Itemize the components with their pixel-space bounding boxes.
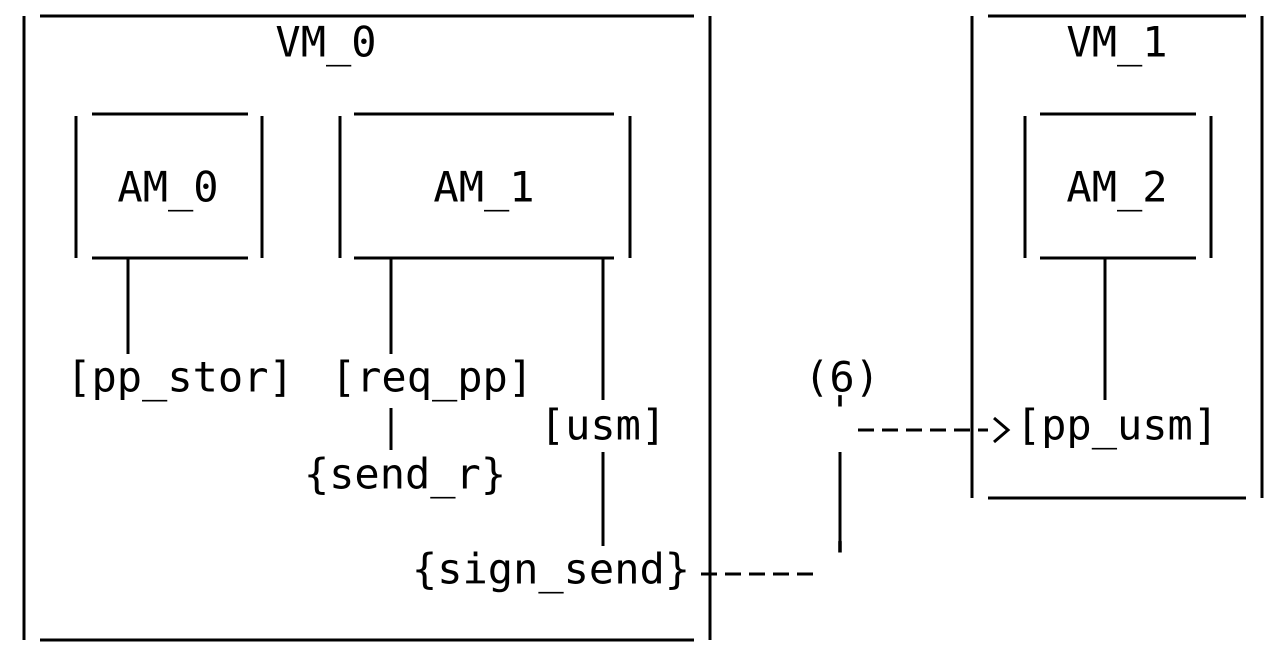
node-pp-stor: [pp_stor]: [66, 353, 294, 402]
edge-6-arrowhead: [993, 416, 1011, 444]
vm-1-title: VM_1: [1066, 18, 1167, 67]
am-0-label: AM_0: [117, 163, 218, 212]
vm-1-box: [970, 14, 1264, 500]
am-1-label: AM_1: [433, 163, 534, 212]
edge-6-label: (6): [804, 353, 880, 402]
node-sign-send: {sign_send}: [412, 545, 690, 594]
node-send-r: {send_r}: [304, 450, 506, 499]
vm-0-title: VM_0: [275, 18, 376, 67]
node-req-pp: [req_pp]: [331, 353, 533, 402]
node-usm: [usm]: [540, 401, 666, 450]
am-2-label: AM_2: [1066, 163, 1167, 212]
vm-0-box: [22, 14, 712, 642]
edge-6-end-tick: ': [827, 387, 852, 436]
am-2-box: [1023, 112, 1213, 260]
edge-6: [701, 416, 1011, 576]
am-1-box: [338, 112, 632, 260]
node-pp-usm: [pp_usm]: [1016, 401, 1218, 450]
am-0-box: [74, 112, 264, 260]
edge-6-start-tick: ': [827, 533, 852, 582]
